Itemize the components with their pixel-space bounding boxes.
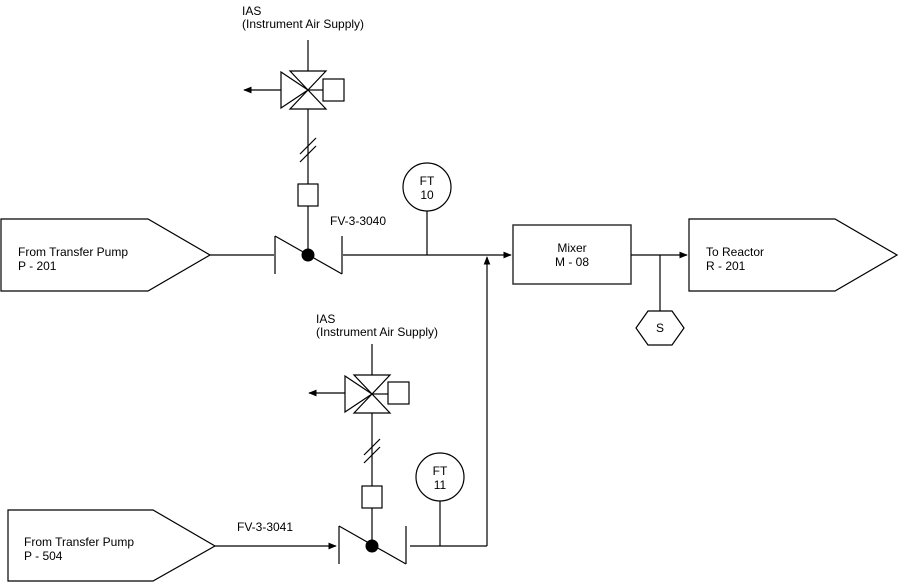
signal-line-bottom (363, 413, 381, 486)
ias-label-bottom: IAS (Instrument Air Supply) (316, 312, 438, 339)
source-p201-label-line2: P - 201 (18, 259, 57, 273)
control-valve-fv-3-3040: FV-3-3040 (274, 183, 386, 275)
sampler-s: S (635, 310, 685, 346)
ft11-label-line1: FT (433, 464, 448, 478)
destination-label-line1: To Reactor (706, 245, 764, 259)
ias-bottom-line1: IAS (316, 312, 335, 326)
source-pump-p201: From Transfer Pump P - 201 (0, 218, 212, 292)
destination-reactor-r201: To Reactor R - 201 (688, 218, 898, 292)
ias-label-top: IAS (Instrument Air Supply) (242, 4, 364, 31)
process-line-outlet (631, 251, 688, 311)
ft10-label-line1: FT (420, 174, 435, 188)
source-pump-p504: From Transfer Pump P - 504 (7, 509, 217, 582)
valve-tag-fv-3-3040: FV-3-3040 (330, 214, 386, 228)
source-p504-label-line1: From Transfer Pump (24, 535, 134, 549)
source-p504-label-line2: P - 504 (24, 549, 63, 563)
sampler-label: S (656, 321, 664, 335)
ias-top-line2: (Instrument Air Supply) (242, 17, 364, 31)
flow-transmitter-ft10: FT 10 (402, 162, 452, 255)
signal-line-top (299, 109, 317, 184)
mixer-label-line1: Mixer (557, 241, 586, 255)
ft11-label-line2: 11 (434, 478, 447, 492)
ias-bottom-line2: (Instrument Air Supply) (316, 325, 438, 339)
mixer-m08: Mixer M - 08 (512, 224, 632, 285)
source-p201-label-line1: From Transfer Pump (18, 245, 128, 259)
solenoid-valve-bottom (308, 344, 410, 414)
ft10-label-line2: 10 (420, 188, 434, 202)
mixer-label-line2: M - 08 (555, 255, 589, 269)
flow-transmitter-ft11: FT 11 (415, 452, 465, 546)
solenoid-valve-top (243, 40, 345, 110)
process-line-bottom (215, 256, 491, 550)
valve-tag-fv-3-3041: FV-3-3041 (237, 520, 293, 534)
ias-top-line1: IAS (242, 4, 261, 18)
destination-label-line2: R - 201 (706, 259, 746, 273)
control-valve-fv-3-3041: FV-3-3041 (237, 485, 407, 565)
